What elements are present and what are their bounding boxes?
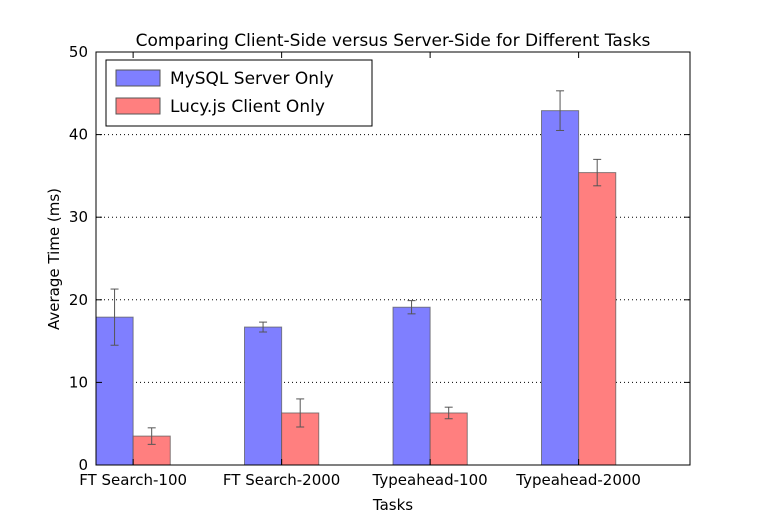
axis-ticks: 0 10 20 30 40 50 FT Search-100 FT Search-2000 Ty… bbox=[69, 43, 690, 489]
bar-mysql bbox=[392, 306, 431, 466]
y-tick-label: 40 bbox=[69, 126, 88, 144]
y-tick-label: 50 bbox=[69, 43, 88, 61]
x-tick-label: Typeahead-2000 bbox=[515, 471, 641, 489]
legend-swatch bbox=[115, 69, 161, 87]
x-tick-label: Typeahead-100 bbox=[372, 471, 488, 489]
x-tick-label: FT Search-2000 bbox=[223, 471, 340, 489]
y-axis-label: Average Time (ms) bbox=[45, 188, 63, 330]
y-tick-label: 0 bbox=[78, 456, 88, 474]
bar-mysql bbox=[244, 326, 283, 466]
x-axis-label: Tasks bbox=[372, 496, 413, 514]
bar-lucyjs bbox=[429, 412, 468, 466]
y-tick-label: 30 bbox=[69, 208, 88, 226]
y-tick-label: 20 bbox=[69, 291, 88, 309]
legend-label: MySQL Server Only bbox=[170, 69, 334, 89]
error-bars bbox=[110, 90, 602, 445]
plot-frame bbox=[95, 51, 691, 466]
bar-mysql bbox=[541, 110, 580, 466]
y-tick-label: 10 bbox=[69, 373, 88, 391]
bars bbox=[95, 110, 617, 466]
legend-swatch bbox=[115, 97, 161, 115]
x-tick-label: FT Search-100 bbox=[79, 471, 187, 489]
chart-title: Comparing Client-Side versus Server-Side… bbox=[136, 31, 651, 51]
legend-label: Lucy.js Client Only bbox=[170, 97, 325, 117]
bar-lucyjs bbox=[578, 172, 617, 466]
